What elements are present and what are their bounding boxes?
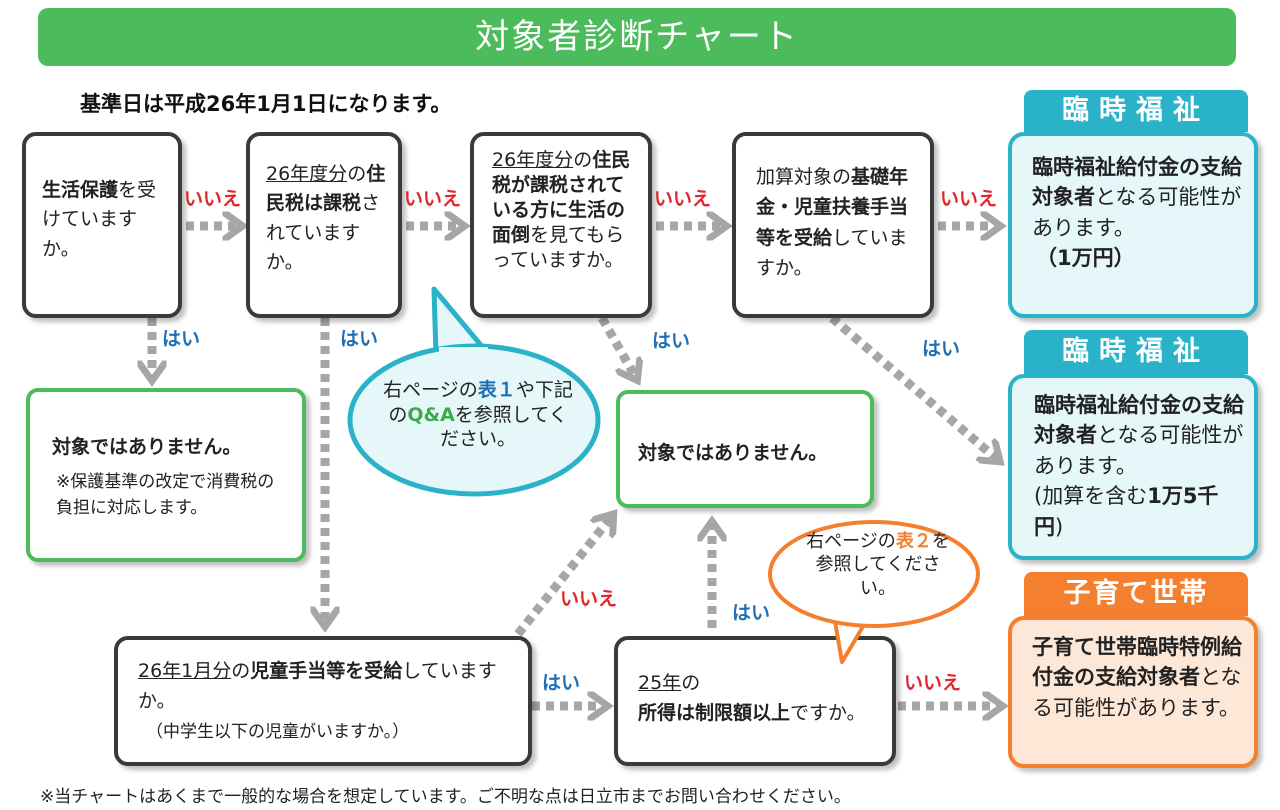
not-target-box-1: 対象ではありません。 ※保護基準の改定で消費税の負担に対応します。 xyxy=(26,388,306,562)
bubble-1-text-3: を参照してください。 xyxy=(439,403,568,451)
base-date-text: 基準日は平成26年1月1日になります。 xyxy=(80,92,452,116)
bubble-2-text-1: 右ページの xyxy=(806,531,896,552)
result-3-box: 子育て世帯臨時特例給付金の支給対象者となる可能性があります。 xyxy=(1008,616,1258,768)
q5-keyword: 児童手当等を受給 xyxy=(250,660,403,682)
bubble-1-text-1: 右ページの xyxy=(383,379,478,401)
no-label-q2: いいえ xyxy=(404,188,462,210)
bubble-1-shape xyxy=(347,286,601,497)
not-target-1-text: 対象ではありません。 xyxy=(52,436,242,458)
result-1-text: となる可能性があります。 xyxy=(1032,185,1242,240)
yes-label-q5: はい xyxy=(542,672,581,694)
no-label-q1: いいえ xyxy=(184,188,242,210)
q6-particle: の xyxy=(681,672,701,694)
result-3-text: となる可能性があります。 xyxy=(1032,665,1242,720)
q2-particle: の xyxy=(347,163,367,185)
result-1-box: 臨時福祉給付金の支給対象者となる可能性があります。 （1万円） xyxy=(1008,132,1258,318)
question-pension: 加算対象の基礎年金・児童扶養手当等を受給していますか。 xyxy=(732,132,934,318)
yes-label-q3: はい xyxy=(652,330,691,352)
bubble-1-table-ref: 表１ xyxy=(477,379,516,401)
bubble-1-qa-ref: Q&A xyxy=(407,403,455,426)
yes-label-q6: はい xyxy=(732,602,771,624)
no-label-q3: いいえ xyxy=(654,188,712,210)
yes-label-q1: はい xyxy=(162,328,201,350)
q5-note: （中学生以下の児童がいますか。） xyxy=(146,721,410,742)
q4-keyword: 基礎年金・児童扶養手当等を受給 xyxy=(756,166,909,249)
result-2-amount-prefix: (加算を含む xyxy=(1034,484,1148,509)
question-welfare: 生活保護を受けていますか。 xyxy=(22,132,182,318)
result-1-amount: （1万円） xyxy=(1036,246,1135,271)
result-2-box: 臨時福祉給付金の支給対象者となる可能性があります。 (加算を含む1万5千円) xyxy=(1008,374,1258,560)
q1-keyword: 生活保護 xyxy=(42,179,119,201)
q2-text: されていますか。 xyxy=(266,192,381,274)
no-label-q5: いいえ xyxy=(560,588,618,610)
chart-title: 対象者診断チャート xyxy=(38,8,1236,66)
q3-particle: の xyxy=(573,149,593,171)
result-1-keyword: 臨時福祉給付金の支給対象者 xyxy=(1032,155,1242,210)
not-target-2-text: 対象ではありません。 xyxy=(638,442,828,464)
bubble-1-text: 右ページの表１や下記のQ&Aを参照してください。 xyxy=(380,378,576,452)
q6-year: 25年 xyxy=(638,672,682,694)
bubble-2-text: 右ページの表２を参照してください。 xyxy=(798,530,958,600)
result-2-amount: 1万5千円 xyxy=(1034,484,1219,539)
result-2-keyword: 臨時福祉給付金の支給対象者 xyxy=(1034,393,1244,448)
no-label-q6: いいえ xyxy=(904,672,962,694)
q6-text: ですか。 xyxy=(790,702,866,725)
q5-particle: の xyxy=(231,660,251,682)
question-resident-tax: 26年度分の住民税は課税されていますか。 xyxy=(246,132,402,318)
yes-label-q2: はい xyxy=(340,328,379,350)
bubble-2-table-ref: 表２ xyxy=(895,531,932,552)
q2-keyword: 住民税は課税 xyxy=(266,163,386,215)
arrow-q3-not-target xyxy=(598,315,636,378)
q3-keyword: 住民税が課税されている方に生活の面倒 xyxy=(492,149,631,247)
footnote: ※当チャートはあくまで一般的な場合を想定しています。ご不明な点は日立市までお問い… xyxy=(40,787,851,807)
bubble-2-shape xyxy=(768,520,980,664)
result-2-label: 臨時福祉 xyxy=(1024,330,1248,374)
arrow-q5-not-target xyxy=(514,516,612,637)
q2-year: 26年度分 xyxy=(266,163,348,185)
not-target-box-2: 対象ではありません。 xyxy=(616,390,874,508)
result-3-label: 子育て世帯 xyxy=(1024,572,1248,616)
q4-text-1: 加算対象の xyxy=(756,166,852,188)
q1-text: を受けていますか。 xyxy=(42,179,157,260)
yes-label-q4: はい xyxy=(922,338,961,360)
question-child-allowance: 26年1月分の児童手当等を受給していますか。 （中学生以下の児童がいますか。） xyxy=(114,636,532,766)
bubble-2-text-2: を参照してください。 xyxy=(815,531,950,599)
q3-year: 26年度分 xyxy=(492,149,574,171)
result-2-text: となる可能性があります。 xyxy=(1034,423,1244,478)
bubble-1-text-2: や下記の xyxy=(388,379,573,426)
result-3-keyword: 子育て世帯臨時特例給付金の支給対象者 xyxy=(1032,635,1242,690)
question-income: 25年の所得は制限額以上ですか。 xyxy=(614,636,896,766)
q4-text-2: していますか。 xyxy=(756,226,908,280)
q5-text: していますか。 xyxy=(138,660,497,713)
no-label-q4: いいえ xyxy=(940,188,998,210)
result-2-amount-suffix: ) xyxy=(1055,514,1064,539)
question-dependent: 26年度分の住民税が課税されている方に生活の面倒を見てもらっていますか。 xyxy=(470,132,652,318)
arrow-q4-result2 xyxy=(829,314,998,460)
result-1-label: 臨時福祉 xyxy=(1024,90,1248,132)
q6-keyword: 所得は制限額以上 xyxy=(638,702,791,725)
q3-text: を見てもらっていますか。 xyxy=(492,224,625,272)
q5-month: 26年1月分 xyxy=(138,660,232,682)
not-target-1-note: ※保護基準の改定で消費税の負担に対応します。 xyxy=(56,472,275,519)
